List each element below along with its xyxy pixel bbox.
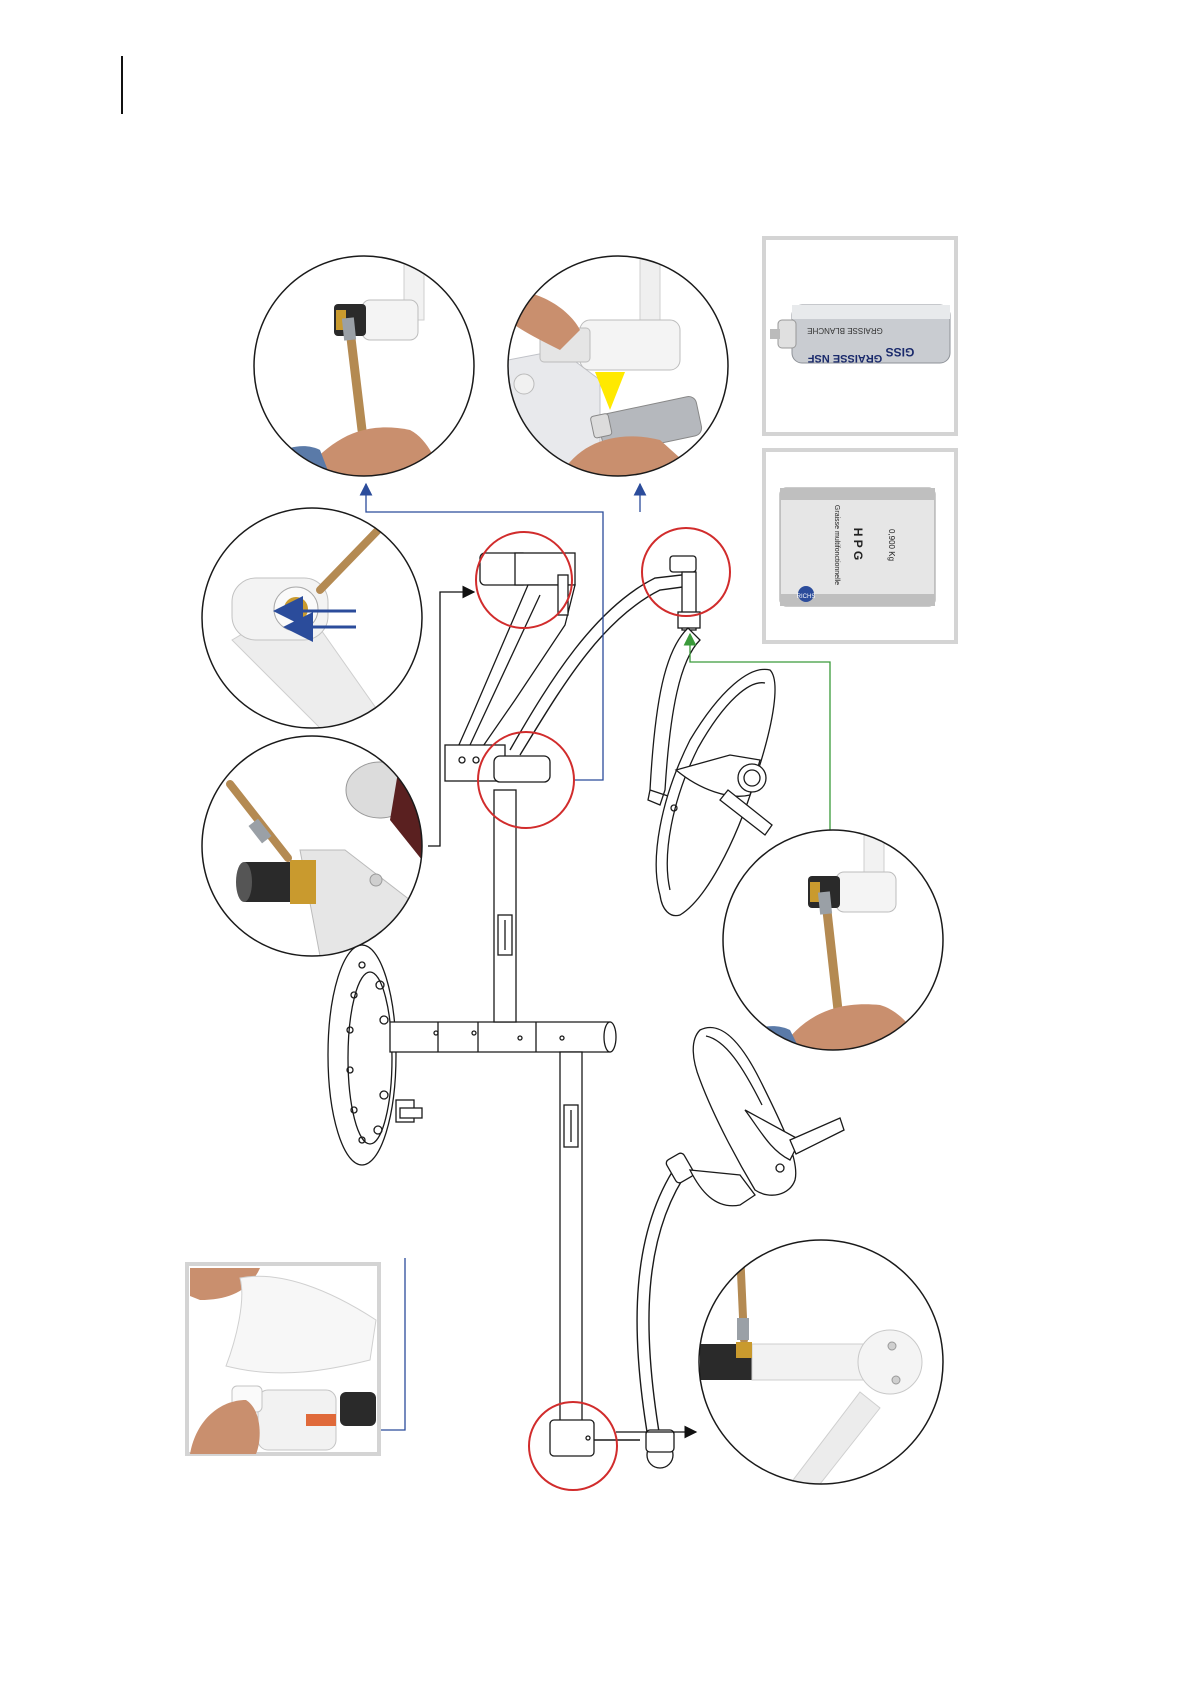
photo-brush-joint-right xyxy=(722,830,943,1050)
grease-tin-subtitle: Graisse multifonctionnelle xyxy=(833,505,840,585)
photo-spray-joint xyxy=(508,256,728,476)
upper-vertical-tube xyxy=(494,790,516,1022)
photo-brush-bottom-joint xyxy=(699,1240,943,1484)
spray-can-brand: GISS xyxy=(886,345,915,359)
product-spray-can-photo: GISS GRAISSE NSF GRAISSE BLANCHE xyxy=(764,238,956,434)
callout-black-left xyxy=(428,592,474,846)
product-grease-tin-photo: H P G Graisse multifonctionnelle 0,900 K… xyxy=(764,450,956,642)
upper-spring-arm xyxy=(445,553,575,782)
cleaning-photo xyxy=(187,1264,379,1454)
ceiling-mount-plate xyxy=(328,945,422,1165)
lower-vertical-tube xyxy=(550,1052,594,1456)
grease-tin-weight: 0,900 Kg xyxy=(887,529,896,561)
lower-lamp-head xyxy=(690,1027,844,1205)
spray-can-name: GRAISSE NSF xyxy=(807,352,882,364)
photo-brush-joint-top xyxy=(254,256,474,476)
central-axis-tube xyxy=(390,1022,616,1052)
photo-brush-arm-bore xyxy=(202,508,422,728)
grease-tin-name: H P G xyxy=(851,528,865,560)
photo-brush-shaft xyxy=(202,736,430,956)
grease-tin-maker: RICHS xyxy=(797,594,816,600)
spray-can-subtitle: GRAISSE BLANCHE xyxy=(807,326,883,335)
